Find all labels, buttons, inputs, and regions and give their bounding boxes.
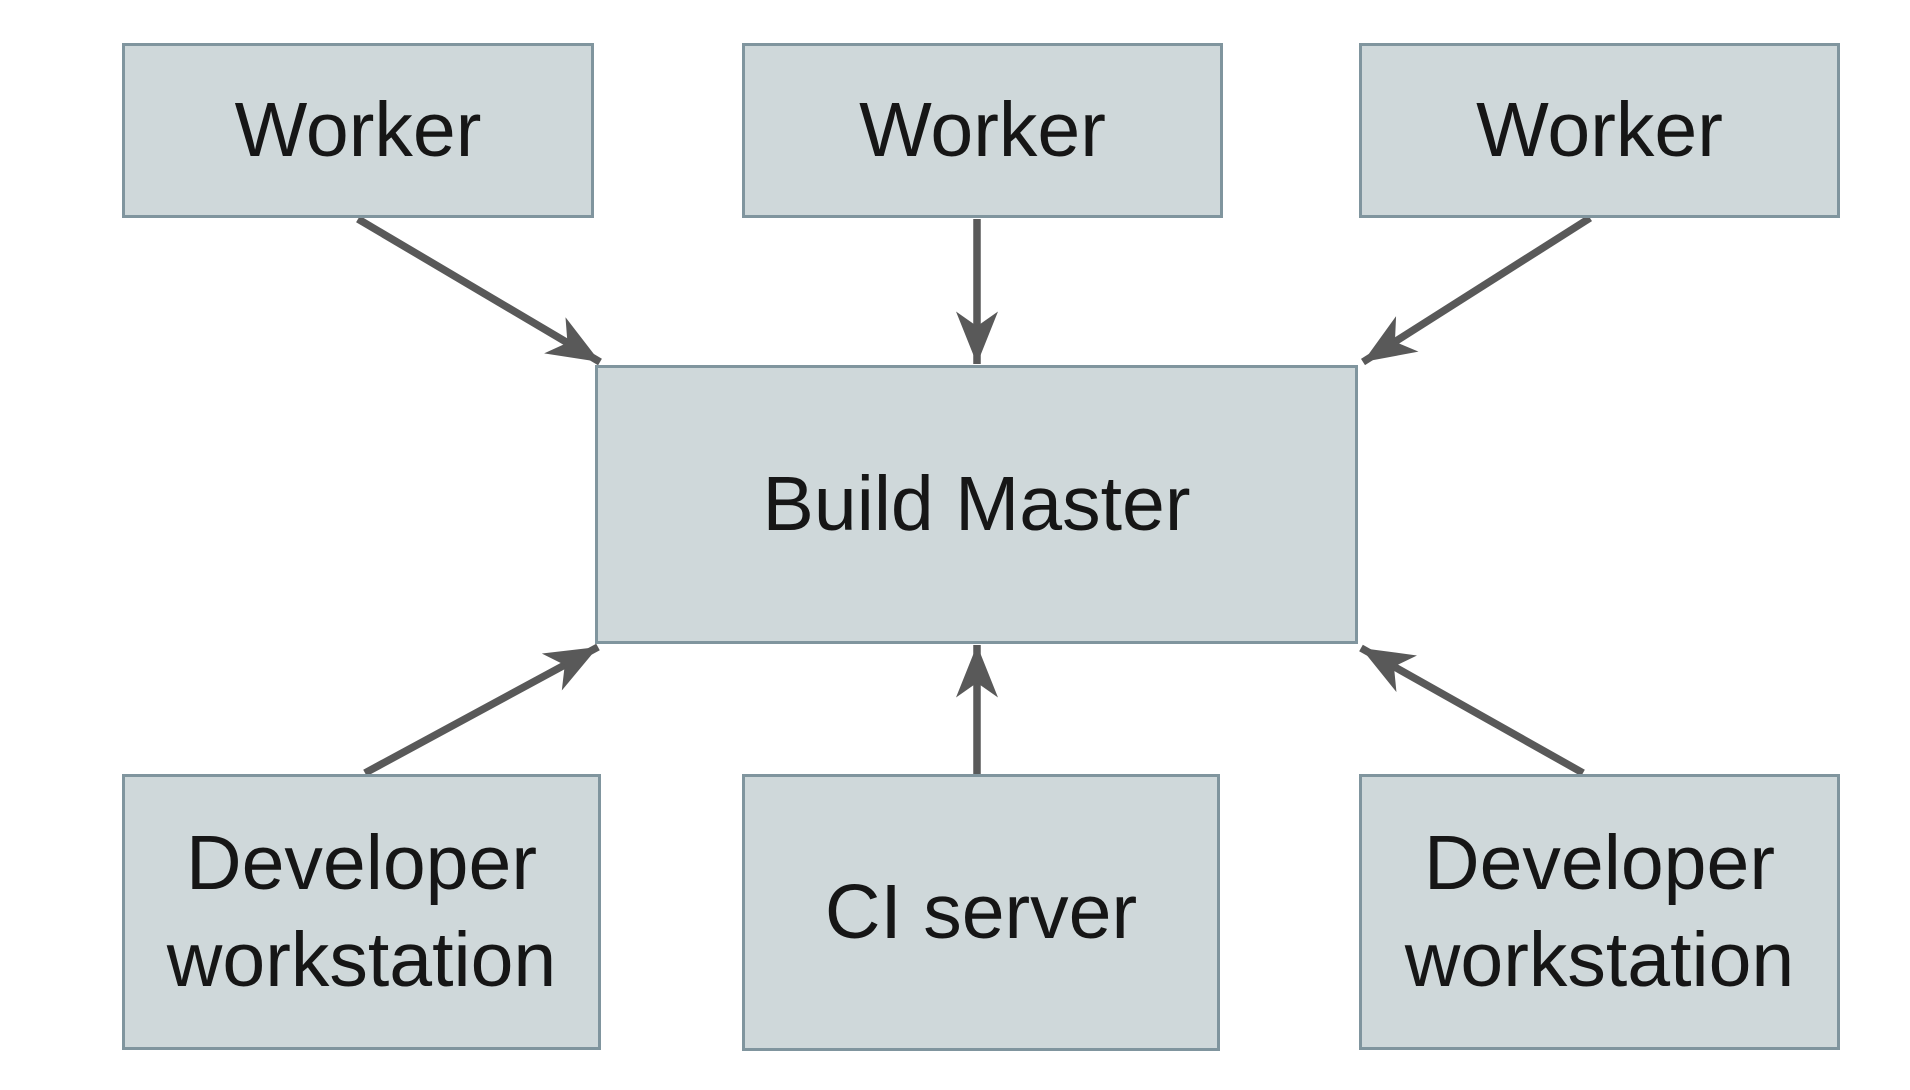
node-build-master-label: Build Master	[762, 460, 1191, 547]
arrow-developer-workstation-left-to-build-master	[363, 643, 600, 777]
arrow-worker-3-to-build-master	[1360, 214, 1593, 366]
node-developer-workstation-right: Developer workstation	[1359, 774, 1840, 1050]
node-developer-workstation-right-label: Developer workstation	[1404, 819, 1795, 1003]
node-worker-2-label: Worker	[859, 86, 1106, 173]
node-ci-server-label: CI server	[824, 868, 1138, 955]
node-worker-2: Worker	[742, 43, 1223, 218]
arrow-worker-1-to-build-master	[356, 215, 602, 366]
node-worker-1: Worker	[122, 43, 594, 218]
node-ci-server: CI server	[742, 774, 1220, 1051]
node-worker-3: Worker	[1359, 43, 1840, 218]
arrow-developer-workstation-right-to-build-master	[1359, 644, 1585, 777]
node-build-master: Build Master	[595, 365, 1358, 644]
node-developer-workstation-left-label: Developer workstation	[166, 819, 557, 1003]
node-worker-1-label: Worker	[234, 86, 482, 173]
node-developer-workstation-left: Developer workstation	[122, 774, 601, 1050]
node-worker-3-label: Worker	[1476, 86, 1723, 173]
